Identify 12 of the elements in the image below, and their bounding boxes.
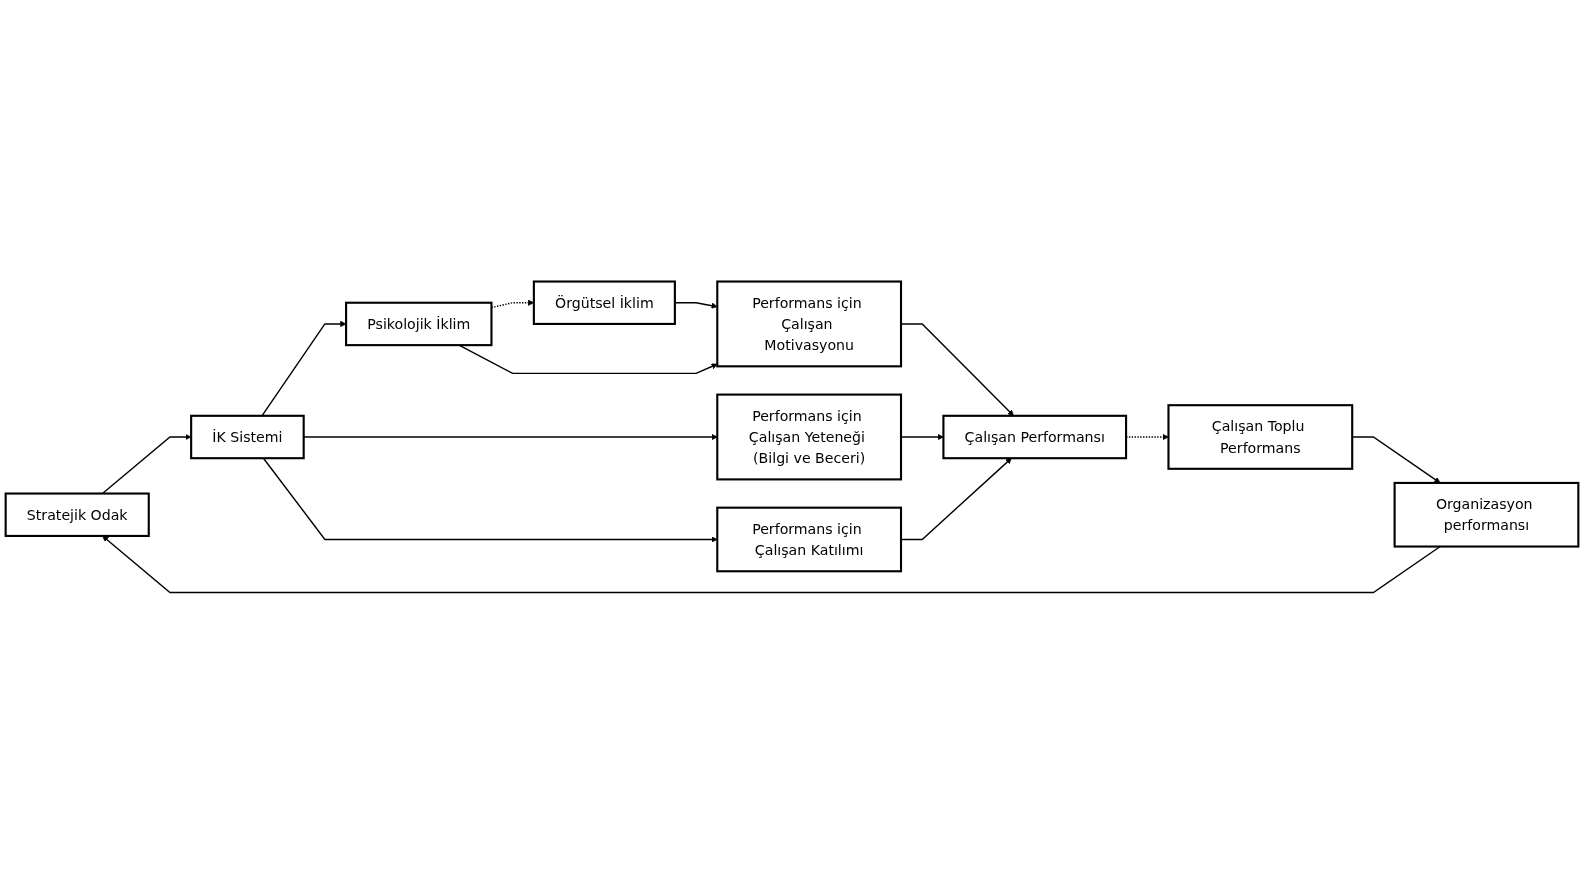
node-box: Psikolojik İklim [345, 301, 493, 347]
node-box: Çalışan Toplu Performans [1167, 404, 1354, 470]
node-box: Performans için Çalışan Yeteneği (Bilgi ve Beceri) [716, 393, 903, 481]
arrow [102, 535, 1441, 594]
node-box: Performans için Çalışan Motivasyonu [716, 280, 903, 368]
node-box: Performans için Çalışan Katılımı [716, 506, 903, 573]
node-box: Örgütsel İklim [532, 280, 676, 325]
node-box: Çalışan Performansı [942, 414, 1128, 460]
node-box: Organizasyon performansı [1393, 481, 1580, 548]
node-box: Stratejik Odak [4, 492, 150, 537]
node-box: İK Sistemi [190, 414, 305, 460]
arrow [674, 302, 718, 309]
